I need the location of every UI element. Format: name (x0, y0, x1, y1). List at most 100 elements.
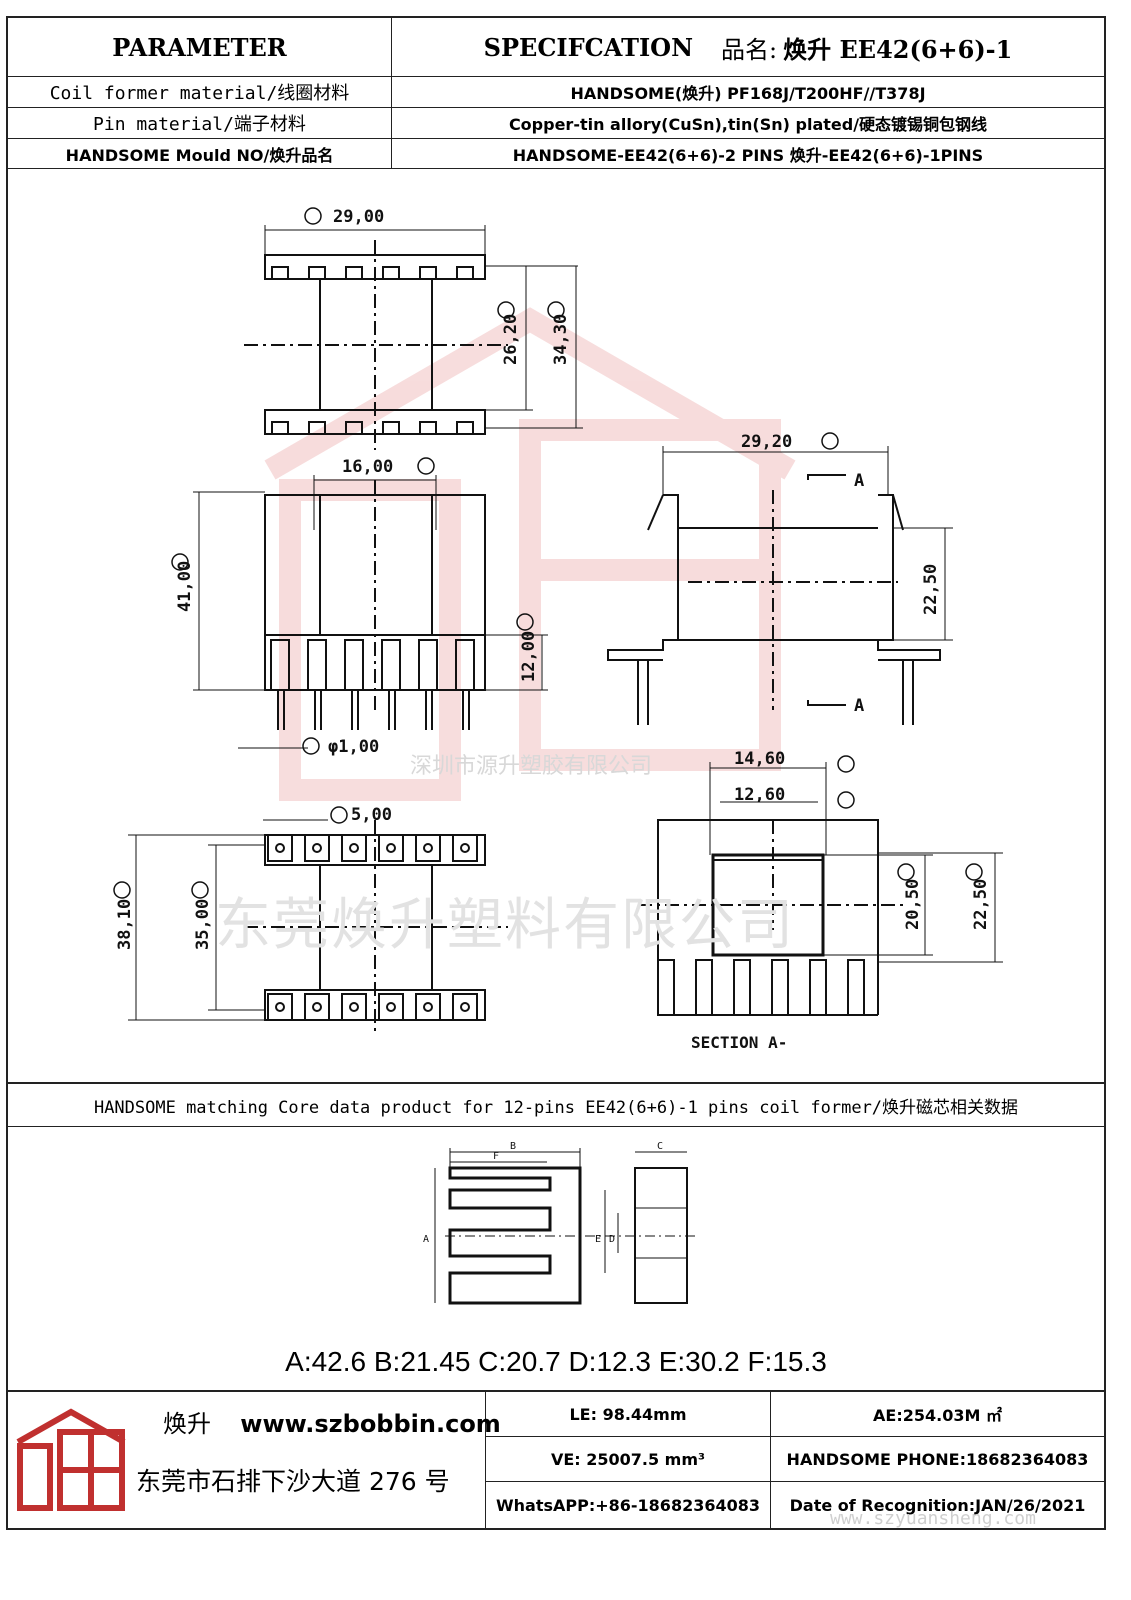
drawing-part (275, 1002, 285, 1012)
drawing-part (308, 266, 326, 280)
core-label-c: C (657, 1141, 663, 1152)
core-label-b: B (510, 1141, 516, 1152)
dim-k: 35,00 (193, 899, 213, 950)
row-label-coil: Coil former material/线圈材料 (49, 83, 350, 104)
core-label-a: A (423, 1234, 429, 1245)
drawing-part (382, 421, 400, 435)
drawing-part (419, 266, 437, 280)
dim-d: 16,00 (342, 457, 393, 477)
footer-ve: VE: 25007.5 mm³ (550, 1449, 706, 1469)
dim-c: 34,30 (551, 314, 571, 365)
watermark-dongguan: 东莞焕升塑料有限公司 (215, 893, 795, 958)
drawing-part (418, 639, 438, 691)
footer-ae: AE:254.03M ㎡ (873, 1406, 1002, 1425)
drawing-part (423, 843, 433, 853)
drawing-part (809, 959, 827, 1016)
drawing-part (733, 959, 751, 1016)
company-logo (16, 1408, 126, 1511)
footer-phone: HANDSOME PHONE:18682364083 (786, 1449, 1089, 1469)
drawing-part (456, 421, 474, 435)
footer-address: 东莞市石排下沙大道 276 号 (136, 1467, 450, 1496)
drawing-part (267, 834, 293, 862)
drawing-part (771, 959, 789, 1016)
specification-header: SPECIFCATION 品名: 焕升 EE42(6+6)-1 (392, 18, 1104, 76)
dim-f: 12,00 (519, 631, 539, 682)
dim-e: 41,00 (175, 561, 195, 612)
coil-former-drawing: 29,00 26,20 34,30 16,00 41,00 12,00 29,2… (113, 207, 1003, 1052)
row-label-pin: Pin material/端子材料 (93, 114, 306, 135)
drawing-part (304, 993, 330, 1021)
product-label: 品名: (721, 35, 778, 64)
product-name: 焕升 EE42(6+6)-1 (783, 34, 1013, 64)
drawing-part (312, 1002, 322, 1012)
drawing-part (460, 1002, 470, 1012)
drawing-part (345, 421, 363, 435)
dim-b: 26,20 (501, 314, 521, 365)
drawing-part (344, 639, 364, 691)
row-value-coil: HANDSOME(焕升) PF168J/T200HF//T378J (570, 84, 926, 103)
drawing-part (455, 639, 475, 691)
section-mark-bottom: A (854, 696, 864, 716)
drawing-part (695, 959, 713, 1016)
drawing-part (304, 834, 330, 862)
dim-a: 29,00 (333, 207, 384, 227)
section-label: SECTION A- (691, 1033, 787, 1052)
drawing-part (271, 421, 289, 435)
dim-l: 14,60 (734, 749, 785, 769)
footer-le: LE: 98.44mm (569, 1404, 687, 1424)
drawing-part (270, 639, 290, 691)
parameter-header: PARAMETER (112, 32, 287, 62)
drawing-part (386, 1002, 396, 1012)
drawing-part (386, 843, 396, 853)
drawing-part (452, 993, 478, 1021)
core-values: A:42.6 B:21.45 C:20.7 D:12.3 E:30.2 F:15… (285, 1346, 827, 1377)
drawing-part (452, 834, 478, 862)
drawing-part (657, 959, 675, 1016)
drawing-part (271, 266, 289, 280)
drawing-part (341, 993, 367, 1021)
drawing-part (312, 843, 322, 853)
dim-n: 20,50 (903, 879, 923, 930)
drawing-part (341, 834, 367, 862)
drawing-part (275, 843, 285, 853)
drawing-part (460, 843, 470, 853)
watermark-shenzhen: 深圳市源升塑胶有限公司 (410, 754, 653, 779)
drawing-part (349, 1002, 359, 1012)
core-label-f: F (493, 1151, 499, 1162)
spec-label: SPECIFCATION (483, 32, 694, 62)
row-value-mould: HANDSOME-EE42(6+6)-2 PINS 焕升-EE42(6+6)-1… (512, 145, 984, 165)
drawing-part (456, 266, 474, 280)
drawing-part (382, 266, 400, 280)
footer-brand-line: 焕升 www.szbobbin.com (163, 1404, 501, 1439)
drawing-part (308, 421, 326, 435)
footer-date: Date of Recognition:JAN/26/2021 (789, 1495, 1086, 1515)
core-label-d: D (609, 1234, 615, 1245)
row-label-mould: HANDSOME Mould NO/焕升品名 (65, 145, 334, 165)
footer-brand: 焕升 (163, 1410, 211, 1438)
drawing-part (415, 993, 441, 1021)
dim-h: φ1,00 (328, 737, 379, 757)
dim-j: 38,10 (115, 899, 135, 950)
section-mark-top: A (854, 471, 864, 491)
drawing-part (381, 639, 401, 691)
footer-website[interactable]: www.szbobbin.com (240, 1410, 501, 1438)
drawing-part (423, 1002, 433, 1012)
dim-g2: 22,50 (921, 564, 941, 615)
dim-i: 5,00 (351, 805, 392, 825)
drawing-part (345, 266, 363, 280)
drawing-part (847, 959, 865, 1016)
drawing-part (349, 843, 359, 853)
drawing-part (419, 421, 437, 435)
footer-whatsapp: WhatsAPP:+86-18682364083 (495, 1495, 760, 1515)
drawing-part (267, 993, 293, 1021)
dim-o: 22,50 (971, 879, 991, 930)
drawing-part (378, 993, 404, 1021)
drawing-part (307, 639, 327, 691)
drawing-part (378, 834, 404, 862)
core-data-title: HANDSOME matching Core data product for … (93, 1097, 1019, 1118)
core-label-e: E (595, 1234, 601, 1245)
drawing-part (415, 834, 441, 862)
watermark-url: www.szyuansheng.com (830, 1508, 1036, 1529)
dim-g: 29,20 (741, 432, 792, 452)
row-value-pin: Copper-tin allory(CuSn),tin(Sn) plated/硬… (508, 115, 988, 134)
